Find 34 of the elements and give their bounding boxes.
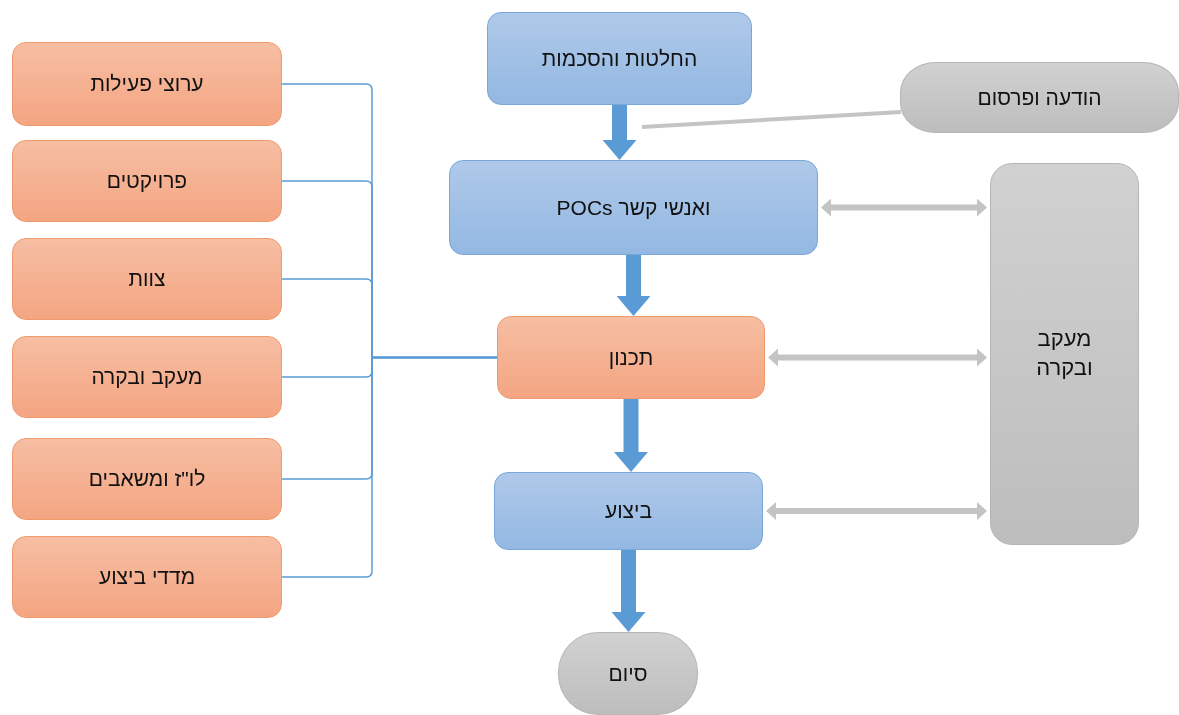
box-label: החלטות והסכמות bbox=[541, 45, 698, 72]
arrow bbox=[766, 502, 987, 520]
box-label: מדדי ביצוע bbox=[98, 564, 196, 591]
callout-bubble bbox=[900, 62, 1179, 133]
topic-box bbox=[12, 536, 282, 618]
topic-box bbox=[12, 238, 282, 320]
box-label: סיום bbox=[608, 660, 648, 687]
arrow bbox=[611, 550, 646, 632]
bracket-line bbox=[281, 356, 498, 578]
box-label: לו"ז ומשאבים bbox=[88, 466, 206, 493]
box-label: ערוצי פעילות bbox=[90, 71, 204, 98]
box-label: מעקב ובקרה bbox=[1035, 325, 1094, 382]
topic-box bbox=[12, 42, 282, 126]
box-label: פרויקטים bbox=[106, 168, 188, 195]
process-box bbox=[497, 316, 765, 399]
arrow bbox=[768, 348, 987, 367]
process-box bbox=[494, 472, 763, 550]
topic-box bbox=[12, 336, 282, 418]
process-box bbox=[449, 160, 818, 255]
arrow bbox=[616, 255, 651, 316]
callout-tail bbox=[641, 110, 902, 129]
topic-box bbox=[12, 438, 282, 520]
box-label: צוות bbox=[128, 266, 166, 293]
monitoring-bar bbox=[990, 163, 1139, 545]
process-box bbox=[487, 12, 752, 105]
arrow bbox=[614, 399, 648, 472]
box-label: ביצוע bbox=[604, 498, 653, 525]
box-label: תכנון bbox=[608, 344, 654, 371]
box-label: ואנשי קשר POCs bbox=[556, 194, 711, 221]
box-label: מעקב ובקרה bbox=[91, 364, 203, 391]
arrow bbox=[821, 198, 987, 217]
box-label: הודעה ופרסום bbox=[977, 84, 1102, 111]
arrow bbox=[602, 105, 637, 160]
topic-box bbox=[12, 140, 282, 222]
